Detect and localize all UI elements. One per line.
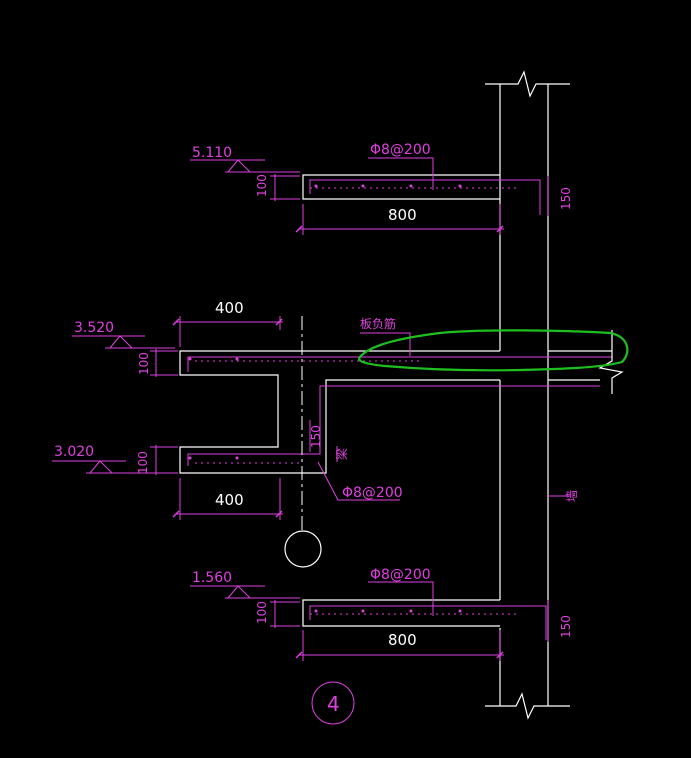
mid-bottom-width-value: 400 [215, 491, 244, 509]
elevation-bottom: 1.560 100 [190, 570, 300, 628]
wall-label: 墙 [565, 490, 579, 502]
wall-label-group: 墙 [548, 490, 579, 502]
slab-rebar-leader: 板负筋 [360, 316, 411, 356]
detail-number: 4 [327, 692, 340, 716]
beam-annotation: 150 梁 Φ8@200 [309, 420, 403, 501]
bottom-rebar-label: Φ8@200 [370, 567, 431, 583]
axis-bubble [284, 530, 322, 568]
elevation-top: 5.110 100 [190, 145, 300, 201]
top-slab: Φ8@200 150 [302, 142, 573, 216]
bottom-width-value: 800 [388, 631, 417, 649]
mid-upper-thickness-dim: 100 [137, 352, 151, 375]
top-thickness-dim: 100 [255, 174, 269, 197]
mid-lower-thickness-dim: 100 [136, 451, 150, 474]
mid-top-width-dimension: 400 [172, 299, 283, 347]
bottom-width-dimension: 800 [295, 630, 504, 661]
top-rebar-label: Φ8@200 [370, 142, 431, 158]
mid-top-width-value: 400 [215, 299, 244, 317]
green-highlight-markup [358, 329, 629, 372]
mid-vertical-dim: 150 [309, 425, 323, 448]
bottom-slab: Φ8@200 150 [302, 567, 573, 642]
mid-rebar-label: Φ8@200 [342, 485, 403, 501]
top-width-value: 800 [388, 206, 417, 224]
bottom-height-dim: 150 [559, 615, 573, 638]
elevation-bottom-value: 1.560 [192, 570, 232, 586]
middle-section [179, 330, 624, 474]
beam-label: 梁 [334, 448, 349, 460]
elevation-mid-lower: 3.020 100 [52, 444, 178, 475]
elevation-mid-lower-value: 3.020 [54, 444, 94, 460]
detail-number-marker: 4 [311, 681, 355, 725]
elevation-top-value: 5.110 [192, 145, 232, 161]
bottom-thickness-dim: 100 [255, 601, 269, 624]
top-height-dim: 150 [559, 187, 573, 210]
elevation-mid-upper: 3.520 100 [72, 320, 178, 377]
wall [485, 70, 570, 720]
top-width-dimension: 800 [295, 204, 504, 235]
elevation-mid-upper-value: 3.520 [74, 320, 114, 336]
mid-bottom-width-dimension: 400 [172, 478, 283, 520]
slab-rebar-label: 板负筋 [360, 316, 396, 331]
